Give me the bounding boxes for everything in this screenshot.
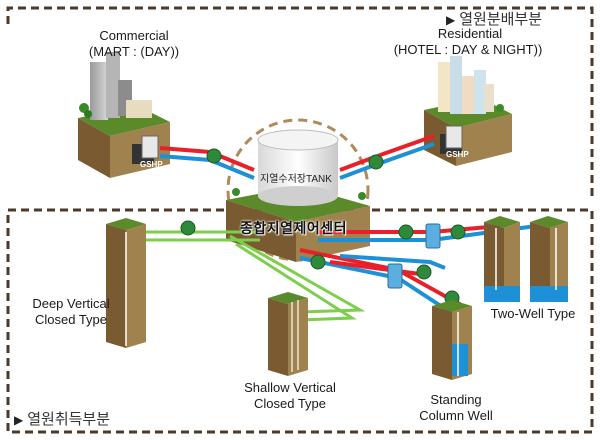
- residential-pipes: [339, 134, 435, 180]
- two-well-label: Two-Well Type: [490, 306, 576, 321]
- shallow-vertical-label-2: Closed Type: [253, 396, 327, 411]
- control-center-label: 종합지열제어센터: [240, 220, 348, 236]
- distribution-section-title: ▶열원분배부분: [446, 8, 542, 29]
- commercial-title: Commercial: [99, 28, 169, 43]
- pump-shallow-loop: [310, 254, 326, 270]
- pump-commercial: [206, 148, 222, 164]
- pump-column-upper: [416, 264, 432, 280]
- two-well-block-left: [484, 216, 520, 302]
- residential-subtitle: (HOTEL : DAY & NIGHT)): [393, 42, 543, 57]
- residential-gshp-label: GSHP: [446, 150, 469, 159]
- deep-vertical-well: [106, 218, 146, 348]
- triangle-marker-icon: ▶: [14, 413, 24, 427]
- pump-center-right: [398, 224, 414, 240]
- heat-exchanger-lower: [387, 263, 403, 289]
- acquisition-section-title: ▶열원취득부분: [14, 408, 110, 429]
- acquisition-section-border: [6, 208, 594, 434]
- standing-column-label-1: Standing: [430, 392, 482, 407]
- distribution-section-border: [6, 6, 594, 200]
- pump-residential: [368, 154, 384, 170]
- commercial-site: [78, 52, 170, 178]
- shallow-vertical-label-1: Shallow Vertical: [244, 380, 336, 395]
- shallow-loop-pipes: [229, 234, 366, 322]
- triangle-marker-icon: ▶: [446, 13, 456, 27]
- tank-label: 지열수저장TANK: [260, 174, 332, 185]
- heat-exchanger-upper: [425, 223, 441, 249]
- two-well-block-right: [530, 216, 568, 302]
- distribution-section-label: 열원분배부분: [459, 11, 543, 28]
- commercial-subtitle: (MART : (DAY)): [88, 44, 180, 59]
- deep-vertical-label-2: Closed Type: [34, 312, 108, 327]
- residential-site: [424, 56, 512, 166]
- pump-deep-loop: [180, 220, 196, 236]
- standing-column-well: [432, 300, 472, 380]
- storage-tank: [257, 129, 339, 206]
- pump-two-well: [450, 224, 466, 240]
- acquisition-section-label: 열원취득부분: [27, 411, 111, 428]
- standing-column-label-2: Column Well: [419, 408, 493, 423]
- commercial-gshp-label: GSHP: [140, 160, 163, 169]
- shallow-vertical-well: [268, 292, 308, 376]
- deep-vertical-label-1: Deep Vertical: [32, 296, 110, 311]
- residential-title: Residential: [437, 26, 503, 41]
